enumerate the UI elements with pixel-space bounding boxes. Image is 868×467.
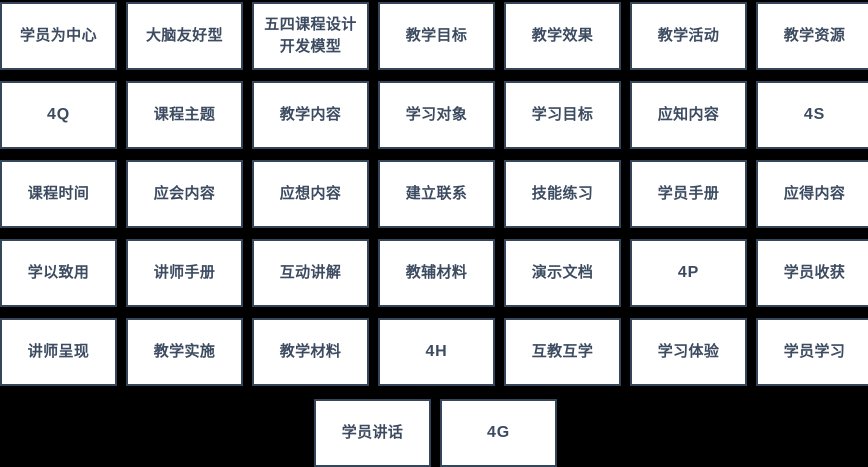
card-cell[interactable]: 课程主题 — [126, 81, 243, 149]
card-cell[interactable]: 学员讲话 — [314, 399, 431, 467]
card-cell[interactable]: 教学资源 — [756, 2, 868, 70]
card-cell[interactable]: 学习体验 — [630, 318, 747, 386]
card-cell[interactable]: 演示文档 — [504, 239, 621, 307]
card-cell[interactable]: 互动讲解 — [252, 239, 369, 307]
card-cell[interactable]: 学习对象 — [378, 81, 495, 149]
card-cell[interactable]: 教学内容 — [252, 81, 369, 149]
card-cell[interactable]: 学以致用 — [0, 239, 117, 307]
card-cell[interactable]: 教学实施 — [126, 318, 243, 386]
card-cell[interactable]: 教学目标 — [378, 2, 495, 70]
card-cell[interactable]: 学员手册 — [630, 160, 747, 228]
card-bottom-row: 学员讲话 4G — [314, 399, 557, 467]
card-cell[interactable]: 应想内容 — [252, 160, 369, 228]
card-cell[interactable]: 应知内容 — [630, 81, 747, 149]
card-cell[interactable]: 学员为中心 — [0, 2, 117, 70]
card-cell[interactable]: 4S — [756, 81, 868, 149]
card-cell[interactable]: 讲师手册 — [126, 239, 243, 307]
card-cell[interactable]: 教辅材料 — [378, 239, 495, 307]
card-cell[interactable]: 讲师呈现 — [0, 318, 117, 386]
card-cell[interactable]: 4G — [440, 399, 557, 467]
card-cell[interactable]: 4H — [378, 318, 495, 386]
card-cell[interactable]: 应得内容 — [756, 160, 868, 228]
card-cell[interactable]: 大脑友好型 — [126, 2, 243, 70]
card-cell[interactable]: 4Q — [0, 81, 117, 149]
card-cell[interactable]: 五四课程设计开发模型 — [252, 2, 369, 70]
card-cell[interactable]: 教学活动 — [630, 2, 747, 70]
card-cell[interactable]: 教学效果 — [504, 2, 621, 70]
card-cell[interactable]: 课程时间 — [0, 160, 117, 228]
card-cell[interactable]: 学习目标 — [504, 81, 621, 149]
card-cell[interactable]: 建立联系 — [378, 160, 495, 228]
card-cell[interactable]: 教学材料 — [252, 318, 369, 386]
card-cell[interactable]: 学员收获 — [756, 239, 868, 307]
card-cell[interactable]: 学员学习 — [756, 318, 868, 386]
card-cell[interactable]: 应会内容 — [126, 160, 243, 228]
card-grid: 学员为中心 大脑友好型 五四课程设计开发模型 教学目标 教学效果 教学活动 教学… — [0, 2, 868, 386]
card-cell[interactable]: 4P — [630, 239, 747, 307]
card-cell[interactable]: 技能练习 — [504, 160, 621, 228]
card-cell[interactable]: 互教互学 — [504, 318, 621, 386]
